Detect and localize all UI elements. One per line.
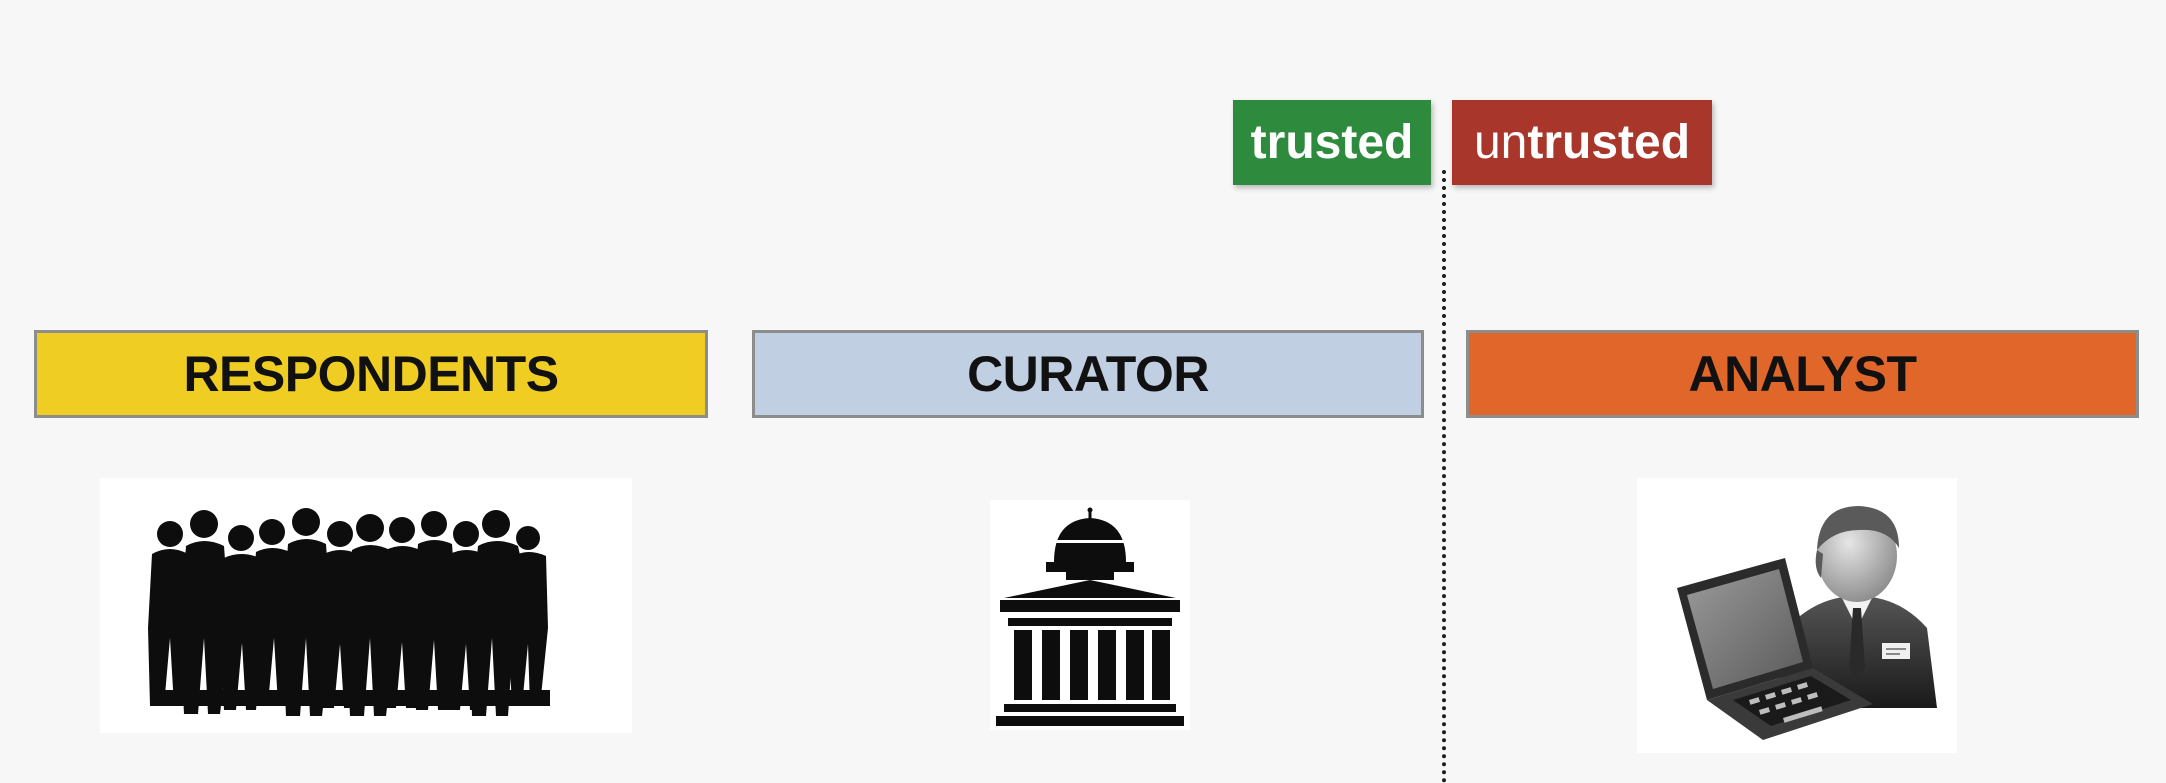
analyst-with-laptop-icon xyxy=(1637,478,1957,753)
curator-label: CURATOR xyxy=(967,346,1209,402)
curator-box: CURATOR xyxy=(752,330,1424,418)
untrusted-suffix: trusted xyxy=(1527,116,1691,169)
untrusted-tag: untrusted xyxy=(1452,100,1712,185)
crowd-silhouette-icon xyxy=(100,478,632,733)
analyst-box: ANALYST xyxy=(1466,330,2139,418)
trust-boundary-line xyxy=(1442,170,1446,783)
trusted-tag: trusted xyxy=(1233,100,1431,185)
trusted-label: trusted xyxy=(1250,116,1414,169)
respondents-label: RESPONDENTS xyxy=(183,346,559,402)
respondents-box: RESPONDENTS xyxy=(34,330,708,418)
untrusted-prefix: un xyxy=(1473,116,1528,169)
institution-building-icon xyxy=(990,500,1190,730)
analyst-label: ANALYST xyxy=(1688,346,1917,402)
